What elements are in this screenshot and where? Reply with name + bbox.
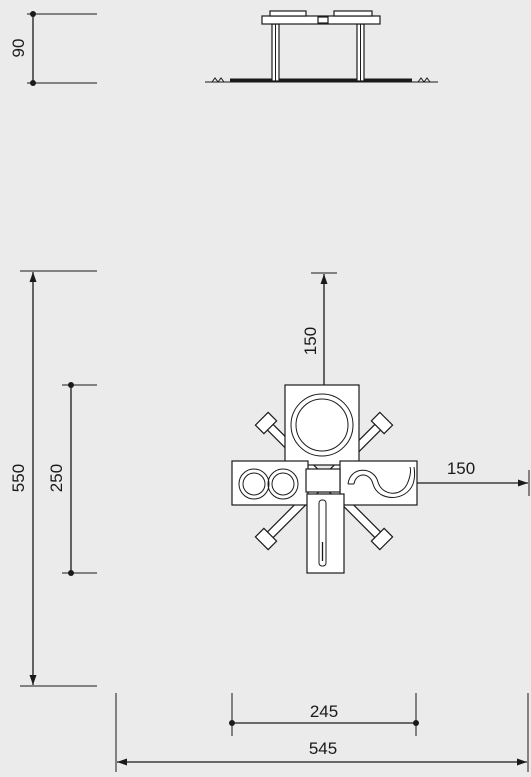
dimension-height-90: 90 (9, 11, 97, 86)
center-hub (305, 468, 341, 493)
height-label: 90 (9, 39, 28, 58)
dimension-right-clearance: 150 (417, 459, 530, 496)
dimension-equipment-width: 245 (229, 693, 419, 736)
dimension-overall-width: 545 (115, 693, 529, 772)
dimension-overall-depth: 550 (9, 270, 97, 687)
equipment-depth-label: 250 (47, 464, 66, 492)
dimension-equipment-depth: 250 (47, 382, 97, 576)
right-panel (339, 460, 418, 506)
top-clearance-label: 150 (301, 327, 320, 355)
plan-view (231, 384, 418, 574)
top-panel (284, 384, 360, 466)
dimension-top-clearance: 150 (301, 272, 337, 385)
right-clearance-label: 150 (447, 459, 475, 478)
bottom-panel (306, 493, 345, 574)
left-panel (231, 460, 309, 506)
overall-width-label: 545 (309, 739, 337, 758)
overall-depth-label: 550 (9, 464, 28, 492)
side-elevation (205, 10, 438, 83)
equipment-width-label: 245 (310, 702, 338, 721)
